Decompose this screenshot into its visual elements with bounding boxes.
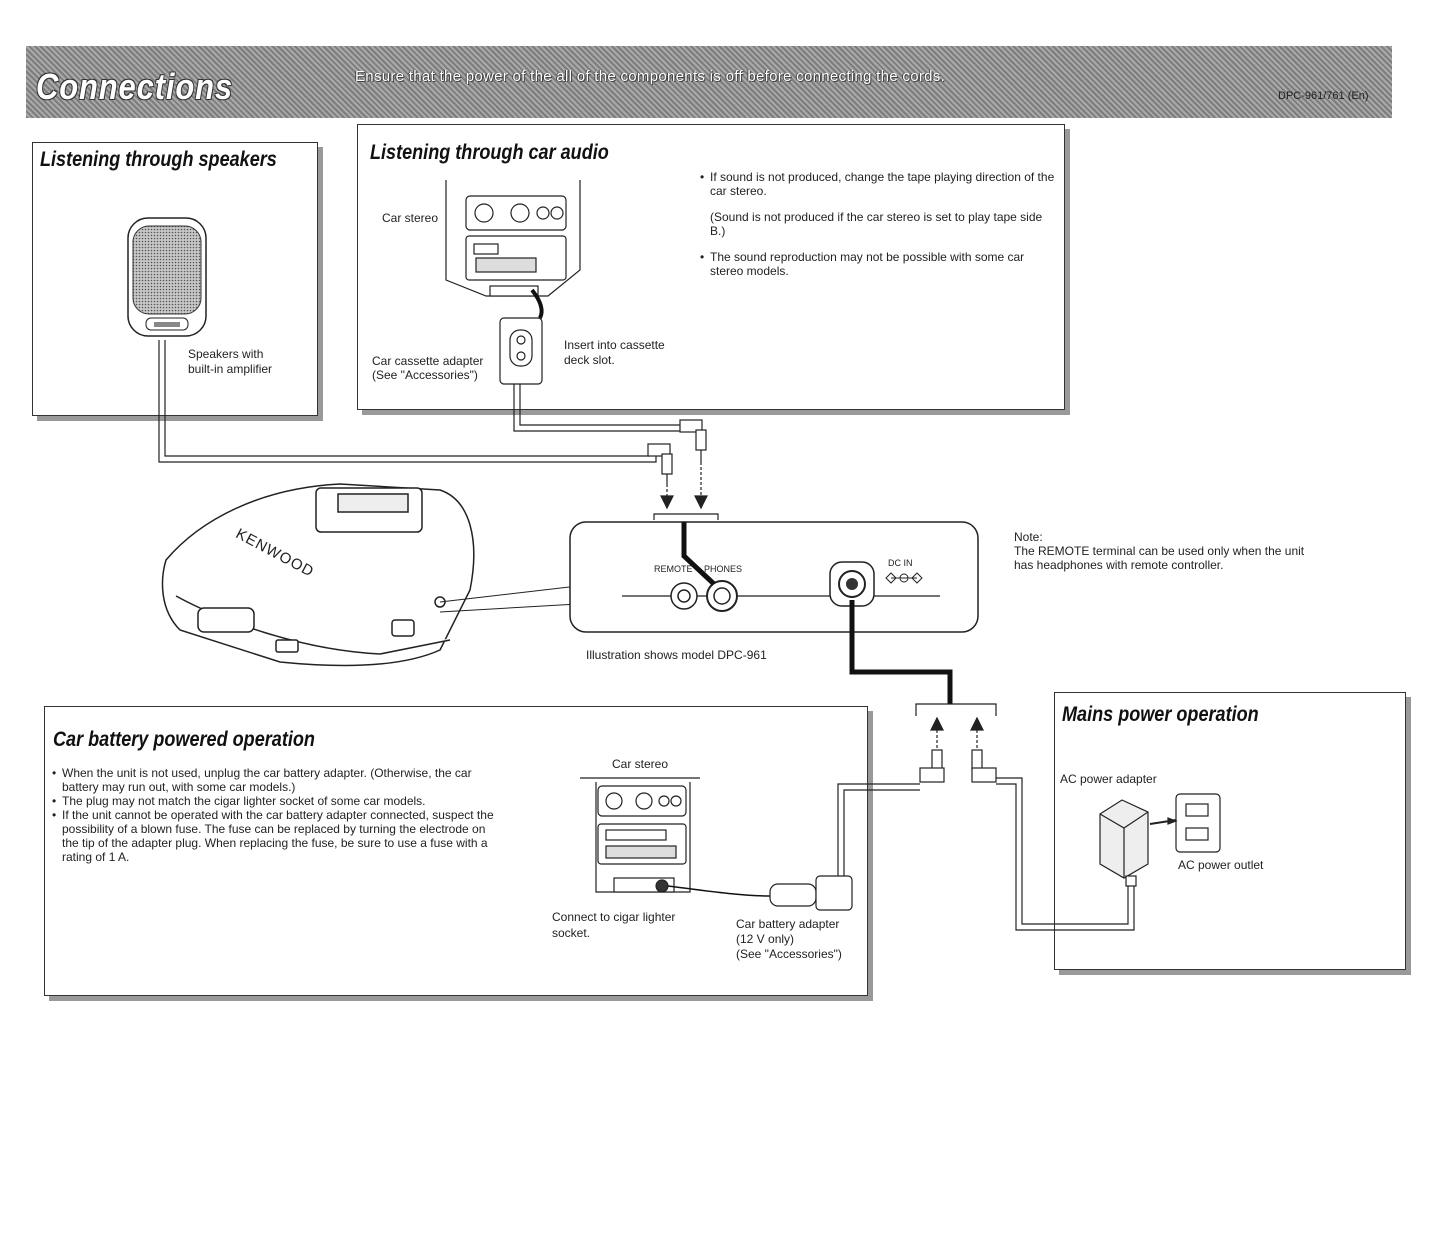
car-audio-note-1: If sound is not produced, change the tap… bbox=[700, 170, 1056, 198]
car-audio-note-1-sub: (Sound is not produced if the car stereo… bbox=[710, 210, 1043, 238]
car-stereo-label-2: Car stereo bbox=[612, 757, 669, 771]
car-stereo-bottom bbox=[580, 777, 853, 911]
dc-in-label: DC IN bbox=[888, 558, 913, 568]
model-code: DPC-961/761 (En) bbox=[1278, 90, 1369, 102]
remote-jack-label: REMOTE bbox=[654, 564, 693, 574]
mains-title: Mains power operation bbox=[1062, 703, 1259, 726]
audio-plugs bbox=[647, 419, 719, 520]
car-stereo-top bbox=[445, 180, 581, 385]
ac-adapter-label: AC power adapter bbox=[1060, 772, 1157, 786]
ac-adapter-illustration bbox=[1099, 793, 1221, 887]
header-band bbox=[26, 46, 1392, 118]
plug-in-lines bbox=[681, 522, 953, 704]
car-battery-adapter-line3: (See "Accessories") bbox=[736, 947, 842, 961]
note-text-line1: The REMOTE terminal can be used only whe… bbox=[1014, 544, 1305, 558]
car-audio-note-2: The sound reproduction may not be possib… bbox=[700, 250, 1056, 278]
page-title: Connections bbox=[36, 66, 233, 107]
dc-plugs bbox=[915, 703, 997, 783]
phones-jack-label: PHONES bbox=[704, 564, 742, 574]
car-battery-note-1: When the unit is not used, unplug the ca… bbox=[52, 766, 502, 794]
insert-line2: deck slot. bbox=[564, 353, 615, 367]
header-subtitle: Ensure that the power of the all of the … bbox=[355, 68, 946, 85]
car-audio-title: Listening through car audio bbox=[370, 141, 609, 164]
ac-outlet-label: AC power outlet bbox=[1178, 858, 1264, 872]
car-battery-adapter-line1: Car battery adapter bbox=[736, 917, 840, 931]
car-battery-title: Car battery powered operation bbox=[53, 728, 315, 751]
speaker-label-line1: Speakers with bbox=[188, 347, 264, 361]
cd-player-illustration bbox=[161, 483, 579, 667]
car-battery-adapter-line2: (12 V only) bbox=[736, 932, 795, 946]
illustration-caption: Illustration shows model DPC-961 bbox=[586, 648, 767, 662]
jack-panel-inset bbox=[569, 521, 979, 633]
connect-line1: Connect to cigar lighter bbox=[552, 910, 676, 924]
car-battery-note-3: If the unit cannot be operated with the … bbox=[52, 808, 502, 864]
speakers-title: Listening through speakers bbox=[40, 148, 277, 171]
insert-line1: Insert into cassette bbox=[564, 338, 665, 352]
car-battery-note-2: The plug may not match the cigar lighter… bbox=[52, 794, 502, 808]
speaker-illustration bbox=[127, 217, 207, 337]
note-label: Note: bbox=[1014, 530, 1043, 544]
car-audio-notes: If sound is not produced, change the tap… bbox=[700, 170, 1056, 278]
car-battery-notes: When the unit is not used, unplug the ca… bbox=[52, 766, 502, 864]
speaker-label-line2: built-in amplifier bbox=[188, 362, 273, 376]
note-text-line2: has headphones with remote controller. bbox=[1014, 558, 1224, 572]
car-stereo-label: Car stereo bbox=[382, 211, 439, 225]
cassette-adapter-line2: (See "Accessories") bbox=[372, 368, 478, 382]
connect-line2: socket. bbox=[552, 926, 591, 940]
cables bbox=[158, 340, 1135, 931]
cassette-adapter-line1: Car cassette adapter bbox=[372, 354, 484, 368]
